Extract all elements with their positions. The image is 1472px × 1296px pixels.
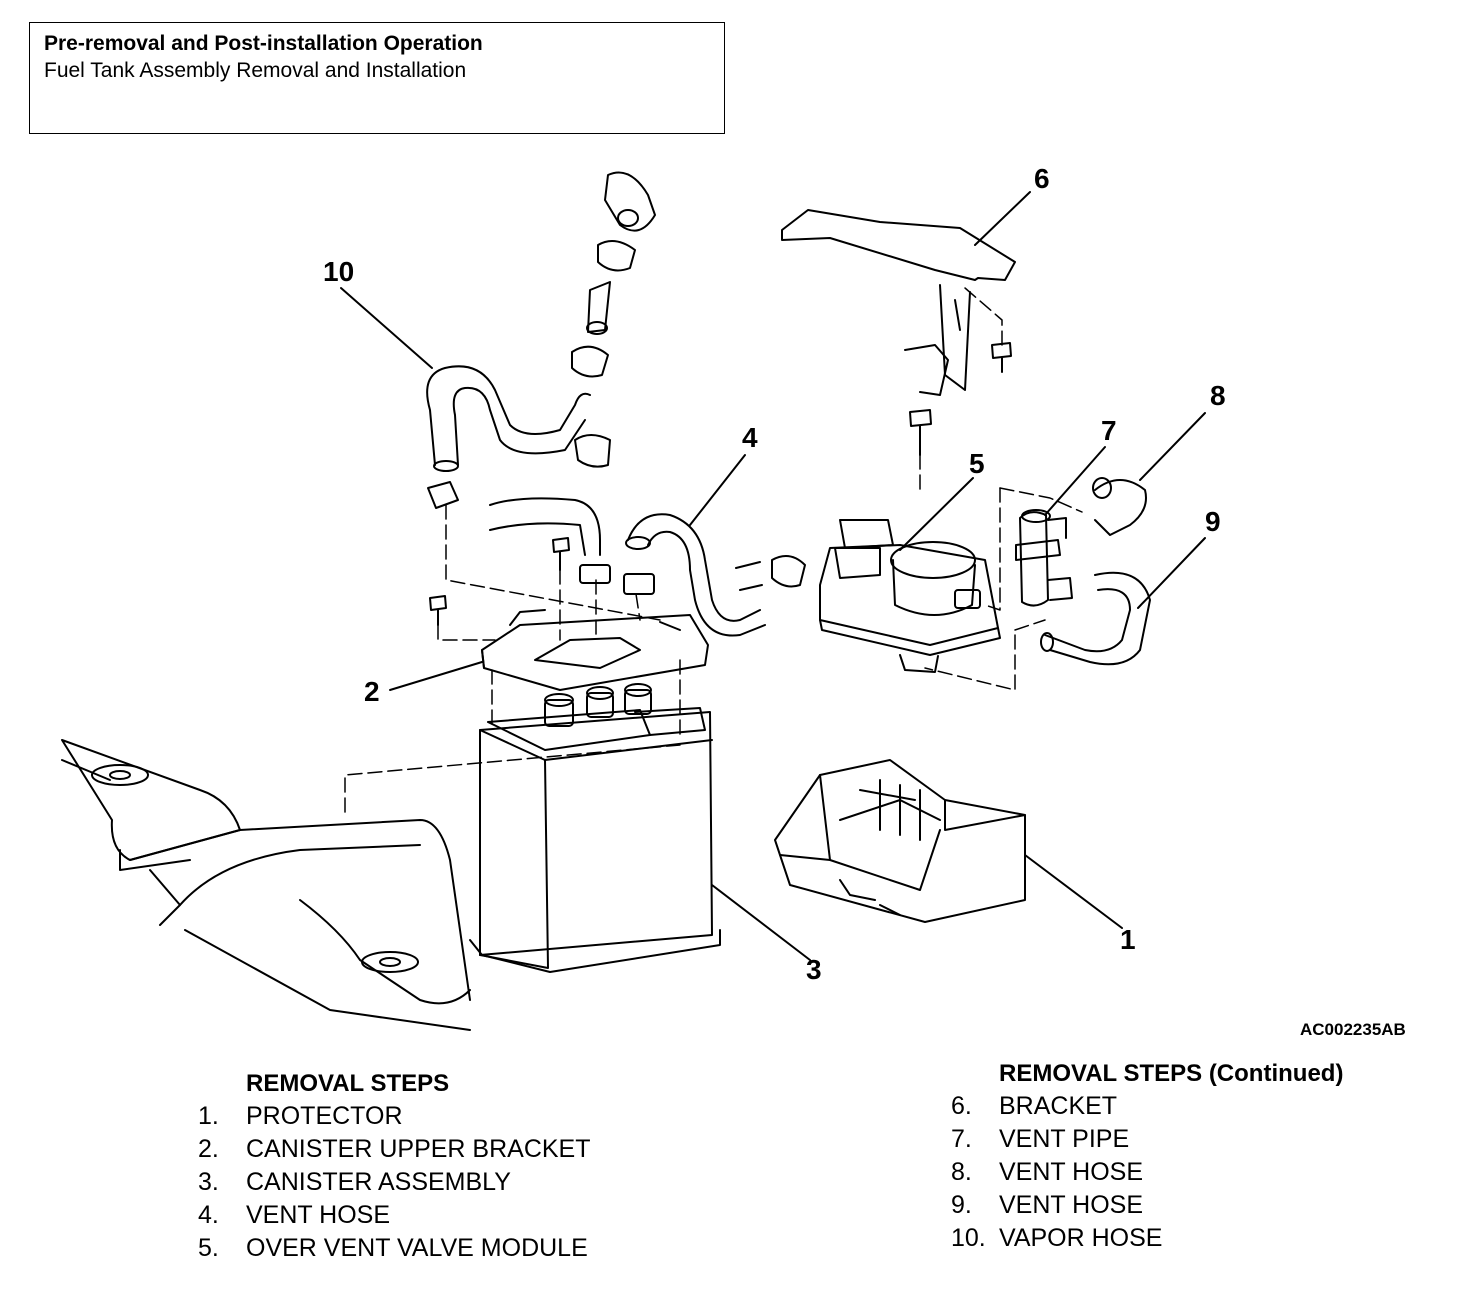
removal-steps-continued-heading: REMOVAL STEPS (Continued) [999,1060,1344,1087]
callout-2: 2 [364,676,380,707]
vent-hose-9 [1040,571,1151,666]
canister-assembly [469,683,721,973]
callout-8: 8 [1210,380,1226,411]
callout-10: 10 [323,256,355,287]
vent-hose-4 [625,513,766,637]
alignment-lines [344,287,1083,813]
hose-clamps-stack [571,171,656,468]
vapor-hose-10 [426,365,601,556]
callout-1: 1 [1120,924,1136,955]
bracket-6 [781,209,1016,396]
list-item: 10.VAPOR HOSE [951,1224,1163,1252]
leader-lines [340,191,1206,961]
callout-6: 6 [1034,163,1050,194]
callout-9: 9 [1205,506,1221,537]
removal-steps-heading: REMOVAL STEPS [246,1070,450,1097]
body-floor-panel [61,739,471,1031]
list-item: 5.OVER VENT VALVE MODULE [198,1234,588,1262]
header-subtitle: Fuel Tank Assembly Removal and Installat… [44,59,467,82]
list-item: 4.VENT HOSE [198,1201,391,1229]
callout-4: 4 [742,422,758,453]
callout-3: 3 [806,954,822,985]
header-title: Pre-removal and Post-installation Operat… [44,32,483,55]
canister-upper-bracket [481,609,709,691]
list-item: 8.VENT HOSE [951,1158,1144,1186]
protector [774,759,1026,923]
bolts [429,342,1012,626]
list-item: 9.VENT HOSE [951,1191,1144,1219]
list-item: 6.BRACKET [951,1092,1118,1120]
list-item: 1.PROTECTOR [198,1102,403,1130]
list-item: 3.CANISTER ASSEMBLY [198,1168,511,1196]
list-item: 7.VENT PIPE [951,1125,1130,1153]
figure-reference-code: AC002235AB [1300,1020,1406,1039]
over-vent-valve-module [819,519,1001,673]
callout-5: 5 [969,448,985,479]
list-item: 2.CANISTER UPPER BRACKET [198,1135,591,1163]
removal-steps-list: REMOVAL STEPS 1.PROTECTOR 2.CANISTER UPP… [198,1068,591,1265]
vent-hose-8 [1092,477,1147,536]
header-box: Pre-removal and Post-installation Operat… [29,22,725,134]
small-clamps [427,481,806,595]
removal-steps-continued-list: REMOVAL STEPS (Continued) 6.BRACKET 7.VE… [951,1058,1343,1255]
vent-pipe-7 [1015,509,1073,607]
callout-7: 7 [1101,415,1117,446]
